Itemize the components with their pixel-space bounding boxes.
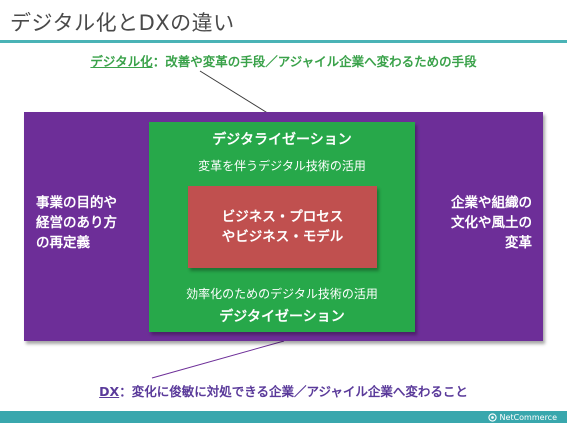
business-model-red-box — [188, 186, 377, 268]
logo-icon — [487, 412, 497, 422]
digitization-subtitle: 効率化のためのデジタル技術の活用 — [186, 287, 378, 301]
right-line: 変革 — [505, 235, 532, 251]
dx-text: ：変化に俊敏に対処できる企業／アジャイル企業へ変わること — [119, 384, 468, 399]
digitalization-title: デジタライゼーション — [212, 132, 352, 148]
page-title: デジタル化とDXの違い — [10, 11, 235, 35]
right-line: 企業や組織の — [451, 195, 532, 211]
digitization-title: デジタイゼーション — [219, 309, 345, 325]
right-description: 企業や組織の 文化や風土の 変革 — [420, 193, 532, 253]
digitalization-definition: デジタル化：改善や変革の手段／アジャイル企業へ変わるための手段 — [0, 51, 567, 70]
logo-text: NetCommerce — [499, 412, 557, 422]
left-line: の再定義 — [36, 235, 90, 251]
digitalization-subtitle: 変革を伴うデジタル技術の活用 — [198, 159, 366, 173]
left-description: 事業の目的や 経営のあり方 の再定義 — [36, 193, 117, 253]
company-logo: NetCommerce — [487, 411, 557, 423]
footer-bar — [0, 411, 567, 423]
left-line: 事業の目的や — [36, 195, 117, 211]
left-line: 経営のあり方 — [36, 215, 117, 231]
business-model-label: ビジネス・プロセス やビジネス・モデル — [188, 207, 377, 247]
digitalization-text: ：改善や変革の手段／アジャイル企業へ変わるための手段 — [152, 54, 477, 69]
dx-key: DX — [99, 384, 120, 399]
bottom-connector-line — [151, 340, 285, 379]
red-line: ビジネス・プロセス — [221, 209, 344, 225]
title-divider — [0, 40, 567, 43]
red-line: やビジネス・モデル — [221, 229, 344, 245]
digitalization-key: デジタル化 — [90, 54, 153, 69]
right-line: 文化や風土の — [451, 215, 532, 231]
dx-definition: DX：変化に俊敏に対処できる企業／アジャイル企業へ変わること — [0, 381, 567, 400]
